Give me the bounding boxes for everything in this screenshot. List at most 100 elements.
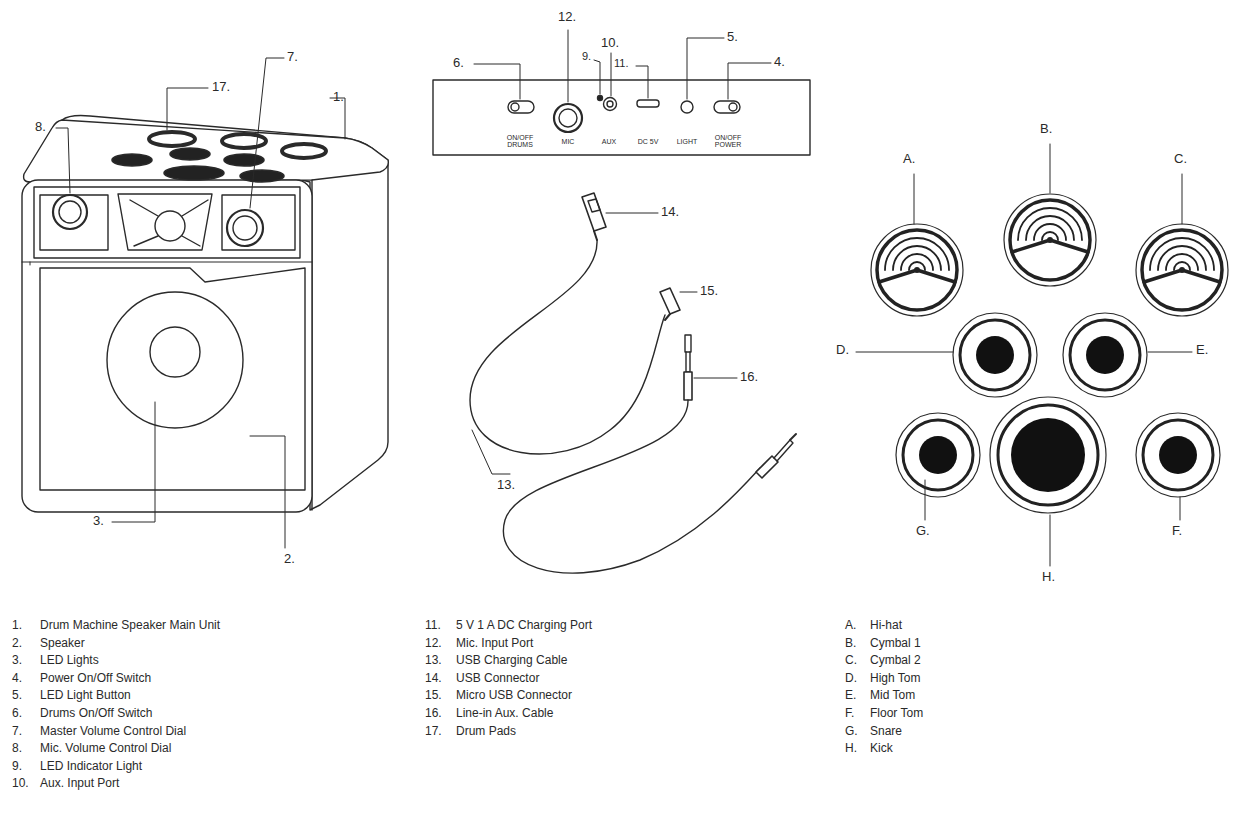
back-panel xyxy=(508,101,534,113)
leader-lines xyxy=(56,128,70,193)
leader-lines xyxy=(1180,497,1181,520)
back-panel xyxy=(433,80,810,155)
leader-lines xyxy=(112,402,155,522)
callout-number: 10. xyxy=(601,36,619,51)
leader-lines xyxy=(167,88,208,130)
part-name: USB Charging Cable xyxy=(456,654,567,668)
callout-number: 17. xyxy=(212,80,230,95)
usb-cable xyxy=(660,288,680,314)
usb-cable xyxy=(470,193,680,454)
callout-number: 2. xyxy=(284,552,295,567)
pad-layout xyxy=(1011,418,1085,492)
list-number: 16. xyxy=(425,707,442,721)
leader-lines xyxy=(694,378,737,379)
pad-letter: A. xyxy=(903,152,915,167)
pad-layout xyxy=(871,224,963,316)
port-label: ON/OFF POWER xyxy=(713,134,743,149)
callout-number: 5. xyxy=(727,30,738,45)
back-panel xyxy=(607,101,613,107)
list-number: 8. xyxy=(12,742,22,756)
leader-lines xyxy=(594,60,600,94)
list-number: 17. xyxy=(425,725,442,739)
port-label: AUX xyxy=(594,138,624,145)
speaker-unit xyxy=(40,195,108,250)
port-label: ON/OFF DRUMS xyxy=(505,134,535,149)
part-name: Line-in Aux. Cable xyxy=(456,707,553,721)
pad-layout xyxy=(998,405,1098,505)
speaker-unit xyxy=(118,194,212,250)
part-name: 5 V 1 A DC Charging Port xyxy=(456,619,592,633)
part-name: Mid Tom xyxy=(870,689,915,703)
list-number: H. xyxy=(845,742,857,756)
drum-pads-top xyxy=(222,134,266,148)
aux-cable xyxy=(686,352,690,372)
speaker-unit xyxy=(53,195,87,229)
list-number: 10. xyxy=(12,777,29,791)
part-name: Master Volume Control Dial xyxy=(40,725,186,739)
back-panel xyxy=(637,100,659,107)
leader-lines xyxy=(1182,174,1183,224)
callout-number: 1. xyxy=(333,90,344,105)
leader-lines xyxy=(1050,515,1051,566)
part-name: Cymbal 2 xyxy=(870,654,921,668)
callout-number: 13. xyxy=(497,478,515,493)
callout-number: 6. xyxy=(453,56,464,71)
callout-number: 11. xyxy=(614,57,628,70)
list-number: 5. xyxy=(12,689,22,703)
list-number: 1. xyxy=(12,619,22,633)
part-name: Cymbal 1 xyxy=(870,637,921,651)
part-name: High Tom xyxy=(870,672,920,686)
callout-number: 16. xyxy=(740,370,758,385)
part-name: LED Indicator Light xyxy=(40,760,142,774)
speaker-unit xyxy=(24,120,389,182)
drum-pads-top xyxy=(240,170,284,182)
back-panel xyxy=(559,109,577,127)
list-number: C. xyxy=(845,654,857,668)
part-name: Drums On/Off Switch xyxy=(40,707,152,721)
part-name: LED Light Button xyxy=(40,689,131,703)
part-name: Mic. Input Port xyxy=(456,637,533,651)
speaker-unit xyxy=(22,180,312,512)
list-number: 3. xyxy=(12,654,22,668)
callout-number: 14. xyxy=(661,205,679,220)
aux-cable xyxy=(685,335,691,352)
back-panel xyxy=(554,104,582,132)
part-name: Floor Tom xyxy=(870,707,923,721)
usb-cable xyxy=(594,231,597,240)
pad-letter: H. xyxy=(1042,570,1055,585)
list-number: 2. xyxy=(12,637,22,651)
list-number: 7. xyxy=(12,725,22,739)
drum-pads-top xyxy=(282,144,326,158)
list-number: 9. xyxy=(12,760,22,774)
pad-layout xyxy=(871,194,1228,513)
leader-lines xyxy=(330,98,345,139)
list-number: 11. xyxy=(425,619,441,633)
port-label: MIC xyxy=(553,138,583,145)
leader-lines xyxy=(925,480,926,520)
drum-pads-top xyxy=(112,154,152,166)
speaker-unit xyxy=(107,292,243,428)
speaker-unit xyxy=(34,187,300,258)
back-panel xyxy=(433,80,810,155)
usb-cable xyxy=(665,314,670,320)
back-panel xyxy=(714,101,740,113)
list-number: 14. xyxy=(425,672,442,686)
aux-cable xyxy=(684,372,692,400)
leader-lines xyxy=(680,292,697,293)
pad-letter: C. xyxy=(1174,152,1187,167)
leader-lines xyxy=(474,64,520,99)
leader-lines xyxy=(568,30,569,102)
part-name: Speaker xyxy=(40,637,85,651)
callout-number: 15. xyxy=(700,284,718,299)
part-name: Drum Pads xyxy=(456,725,516,739)
pad-layout xyxy=(1136,413,1220,497)
speaker-unit xyxy=(227,210,263,246)
callout-number: 3. xyxy=(93,514,104,529)
drum-pads-top xyxy=(112,132,326,182)
list-number: A. xyxy=(845,619,856,633)
back-panel xyxy=(604,98,617,111)
list-number: 13. xyxy=(425,654,442,668)
pad-letter: B. xyxy=(1040,122,1052,137)
